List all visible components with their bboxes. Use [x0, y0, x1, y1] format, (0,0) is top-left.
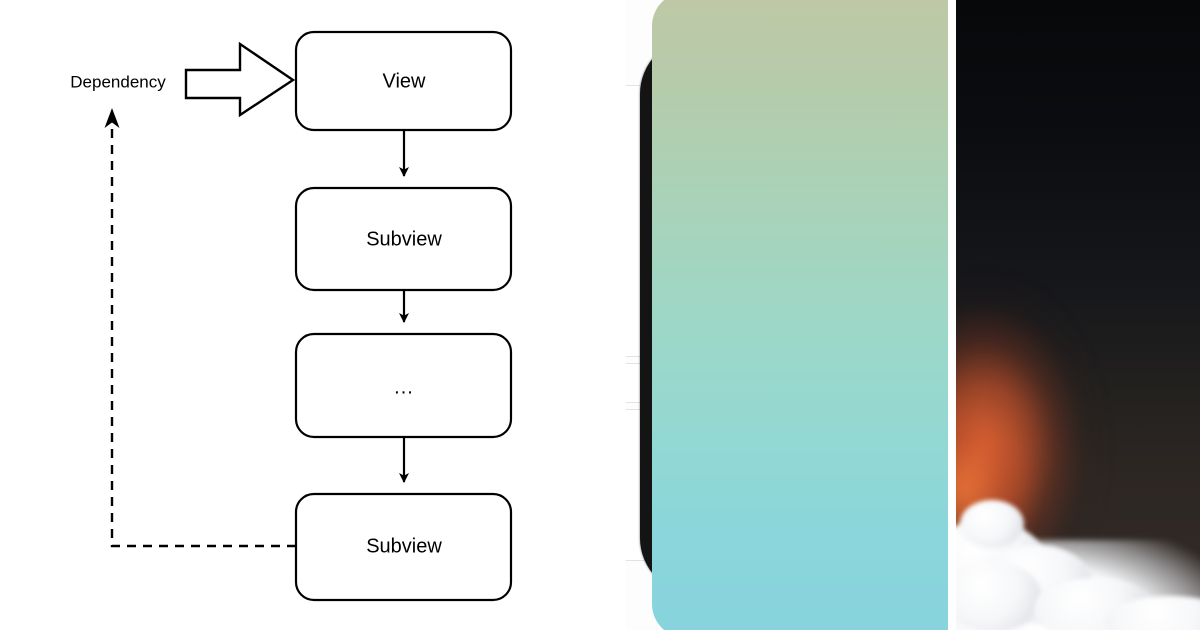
node-ellipsis-label: ... — [394, 376, 414, 398]
node-subview-2[interactable]: Subview — [294, 492, 513, 602]
dependency-edge — [104, 108, 296, 548]
diagram-panel: Dependency View Subview ... Subview — [70, 30, 513, 602]
node-subview-2-label: Subview — [366, 535, 442, 557]
dark-sky-clouds-photo — [956, 0, 1200, 630]
dependency-flowchart: Dependency View Subview ... Subview — [70, 30, 513, 602]
smartphone-edge-photo — [626, 0, 948, 630]
node-view-box[interactable] — [294, 30, 513, 132]
node-subview-2-box[interactable] — [294, 492, 513, 602]
dependency-label: Dependency — [70, 72, 166, 91]
phone-screen-wallpaper — [652, 0, 948, 630]
dependency-arrowhead — [104, 108, 120, 128]
node-ellipsis[interactable]: ... — [294, 332, 513, 439]
node-subview-1[interactable]: Subview — [294, 186, 513, 292]
cloud-puff-6 — [960, 500, 1024, 548]
node-view[interactable]: View — [294, 30, 513, 132]
node-view-label: View — [383, 70, 427, 92]
node-subview-1-box[interactable] — [294, 186, 513, 292]
block-arrow-right-icon — [184, 41, 296, 118]
cloud-puff-3 — [956, 562, 1042, 630]
node-ellipsis-box[interactable] — [294, 332, 513, 439]
node-subview-1-label: Subview — [366, 228, 442, 250]
